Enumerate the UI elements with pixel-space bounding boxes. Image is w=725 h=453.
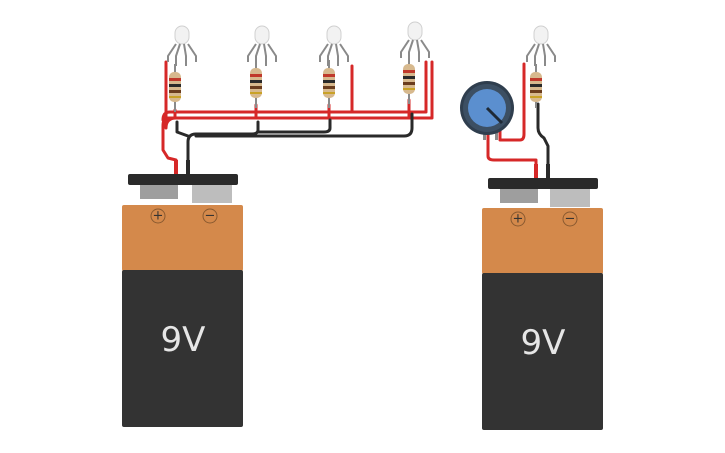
potentiometer-icon[interactable] bbox=[460, 81, 514, 140]
resistor-icon[interactable] bbox=[169, 64, 181, 112]
resistor-icon[interactable] bbox=[323, 60, 335, 108]
battery-minus-label: − bbox=[565, 212, 576, 227]
wire-black[interactable] bbox=[186, 120, 260, 162]
wire-red[interactable] bbox=[166, 98, 411, 120]
wire-red[interactable] bbox=[164, 60, 178, 130]
rgb-led-icon[interactable] bbox=[247, 25, 277, 66]
wires-left bbox=[161, 60, 434, 162]
wire-red[interactable] bbox=[350, 60, 428, 114]
wire-black[interactable] bbox=[175, 120, 190, 138]
rgb-led-icon[interactable] bbox=[526, 25, 556, 66]
rgb-led-icon[interactable] bbox=[319, 25, 349, 66]
wire-red[interactable] bbox=[407, 60, 434, 120]
wire-red[interactable] bbox=[486, 128, 538, 172]
wire-black[interactable] bbox=[256, 118, 332, 134]
battery-right[interactable]: + − 9V bbox=[482, 164, 603, 430]
resistors bbox=[169, 56, 542, 112]
wire-black[interactable] bbox=[536, 102, 550, 172]
wire-red[interactable] bbox=[498, 62, 526, 142]
battery-voltage-label: 9V bbox=[521, 323, 566, 363]
wires-right bbox=[486, 62, 550, 172]
rgb-led-icon[interactable] bbox=[167, 25, 197, 66]
rgb-leds bbox=[167, 21, 556, 66]
battery-plus-label: + bbox=[513, 212, 524, 227]
wire-red[interactable] bbox=[161, 64, 354, 122]
battery-voltage-label: 9V bbox=[161, 320, 206, 360]
resistor-icon[interactable] bbox=[403, 56, 415, 104]
resistor-icon[interactable] bbox=[530, 64, 542, 108]
rgb-led-icon[interactable] bbox=[400, 21, 430, 62]
battery-plus-label: + bbox=[153, 209, 164, 224]
battery-left[interactable]: + − 9V bbox=[122, 160, 243, 427]
resistor-icon[interactable] bbox=[250, 60, 262, 108]
wire-black[interactable] bbox=[194, 112, 414, 138]
battery-minus-label: − bbox=[205, 209, 216, 224]
